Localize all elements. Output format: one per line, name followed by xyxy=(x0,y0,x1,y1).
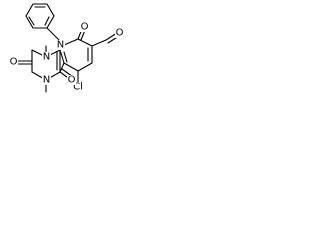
phenyl-ring xyxy=(25,3,55,29)
chemical-structure-diagram: O O N N O N Cl O xyxy=(9,3,124,93)
atom-labels: O O N N O N Cl O xyxy=(9,22,124,93)
pyridinone-ring xyxy=(59,38,93,72)
phenyl-n-bond xyxy=(46,27,61,42)
n3-nitrogen-label: N xyxy=(43,75,50,86)
aldehyde-oxygen-label: O xyxy=(116,28,124,39)
chlorine-label: Cl xyxy=(73,82,83,93)
n1-nitrogen-label: N xyxy=(43,52,50,63)
c2-oxygen-label: O xyxy=(10,57,18,68)
ketone-oxygen-label: O xyxy=(81,22,89,33)
c4-oxygen-label: O xyxy=(68,75,76,86)
c2-carbonyl xyxy=(17,60,33,65)
phenyl-nitrogen-label: N xyxy=(57,40,64,51)
molecule-canvas: O O N N O N Cl O xyxy=(0,0,127,122)
